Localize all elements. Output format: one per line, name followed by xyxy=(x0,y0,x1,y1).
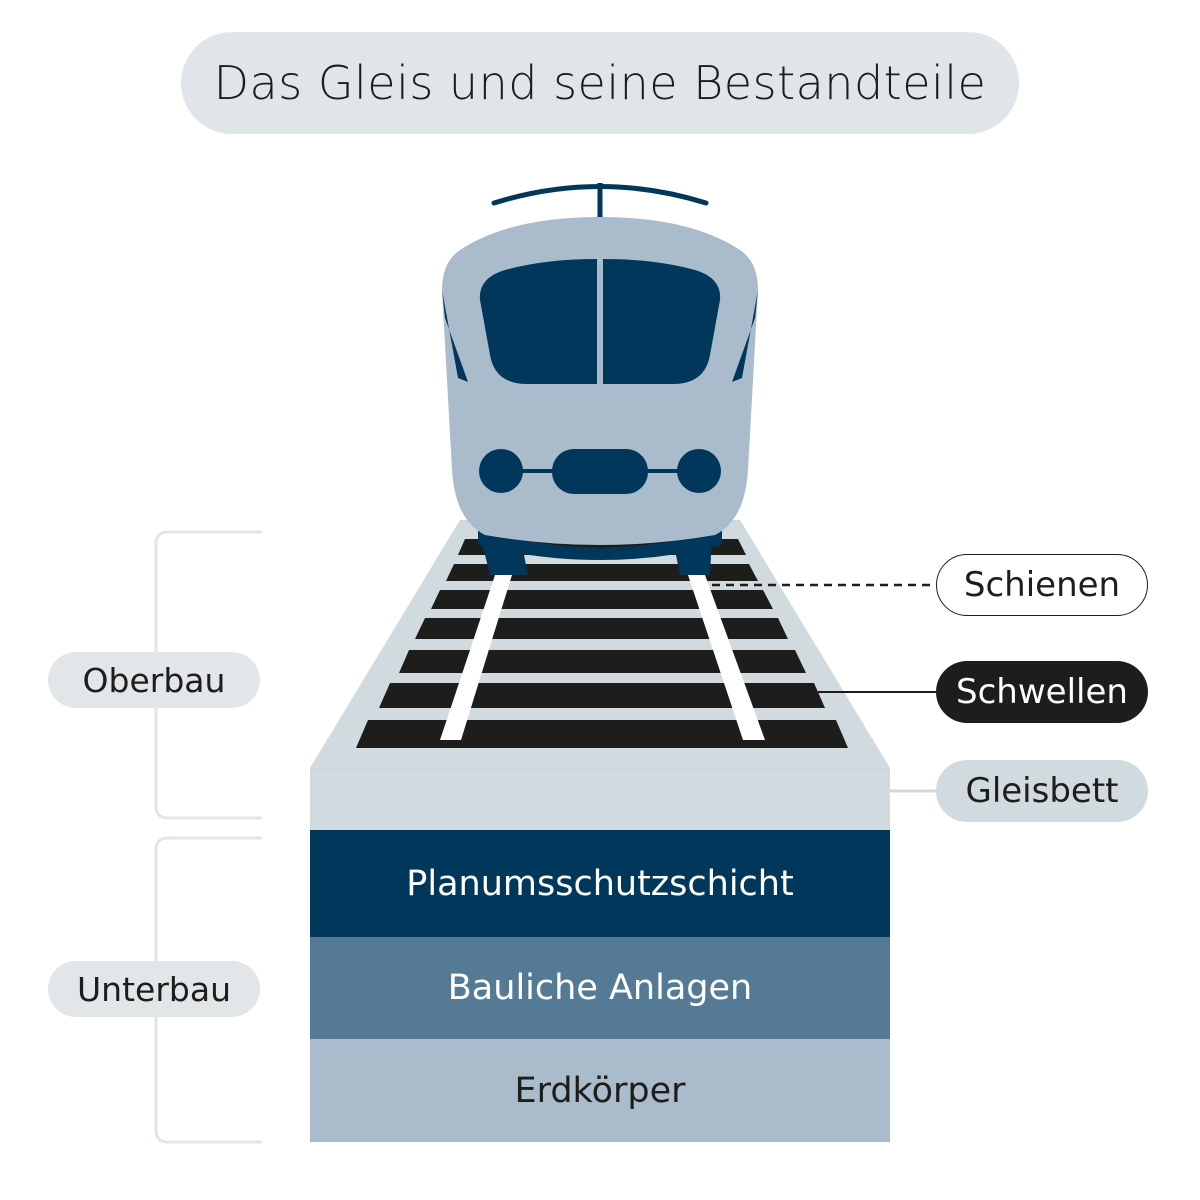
sleepers xyxy=(356,539,848,748)
diagram-title: Das Gleis und seine Bestandteile xyxy=(181,32,1019,134)
schwellen-label: Schwellen xyxy=(936,661,1148,723)
rail-right xyxy=(688,575,765,740)
unterbau-label: Unterbau xyxy=(48,961,260,1017)
layer-planumsschutzschicht: Planumsschutzschicht xyxy=(310,830,890,937)
gleisbett-label: Gleisbett xyxy=(936,760,1148,822)
schienen-label: Schienen xyxy=(936,554,1148,616)
train-icon xyxy=(442,183,758,575)
oberbau-label: Oberbau xyxy=(48,652,260,708)
ballast-front xyxy=(310,768,890,830)
rail-left xyxy=(440,575,512,740)
layer-erdkoerper: Erdkörper xyxy=(310,1039,890,1142)
layer-bauliche-anlagen: Bauliche Anlagen xyxy=(310,937,890,1039)
